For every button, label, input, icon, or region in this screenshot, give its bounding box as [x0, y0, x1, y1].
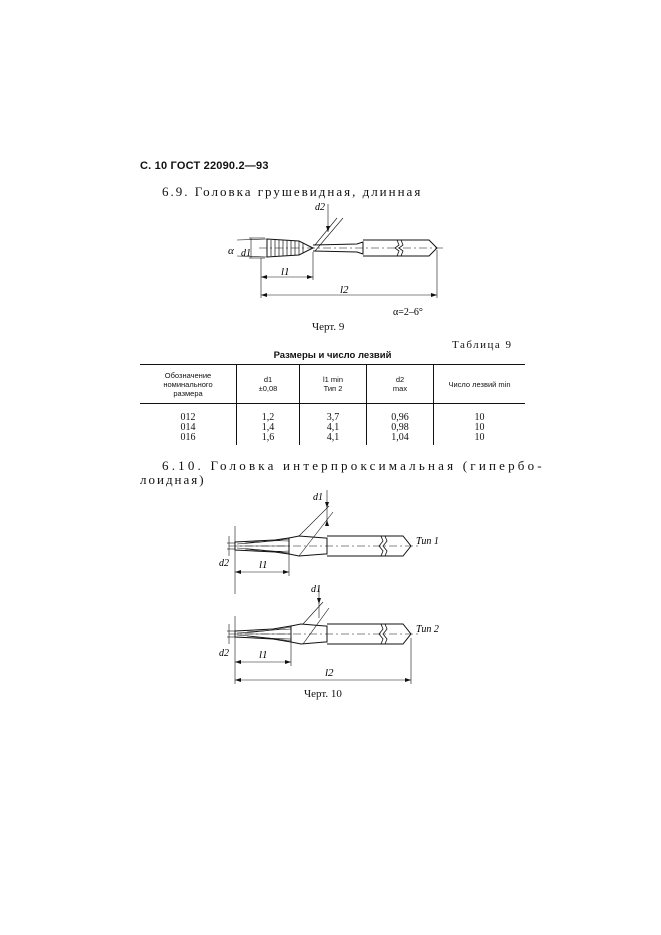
fig9-label-d1: d1 — [241, 248, 251, 259]
page-header: С. 10 ГОСТ 22090.2—93 — [140, 160, 269, 172]
table-9: Обозначение номинального размера d1 ±0,0… — [140, 364, 525, 445]
table-header-row: Обозначение номинального размера d1 ±0,0… — [140, 364, 525, 404]
table-row: 016 1,6 4,1 1,04 10 — [140, 433, 525, 445]
cell-designation: 014 — [180, 422, 196, 433]
col-header-d2: d2 max — [366, 364, 434, 404]
cell-designation: 012 — [180, 412, 196, 423]
col-header-blades: Число лезвий min — [433, 364, 525, 404]
cell-designation: 016 — [180, 432, 196, 443]
fig10-type2-label-d1: d1 — [311, 584, 321, 595]
cell-d1: 1,6 — [236, 433, 300, 445]
fig10-type1 — [227, 490, 420, 594]
fig10-type1-label-d1: d1 — [313, 492, 323, 503]
figure-9-caption: Черт. 9 — [312, 321, 345, 333]
table-9-title: Размеры и число лезвий — [273, 350, 392, 361]
cell-blades: 10 — [433, 433, 525, 445]
cell-d2: 0,96 — [366, 403, 434, 423]
fig9-head — [266, 238, 315, 258]
fig9-angle-note: α=2–6° — [393, 307, 423, 318]
col-header-designation: Обозначение номинального размера — [140, 364, 237, 404]
section-6-9-title: 6.9. Головка грушевидная, длинная — [162, 184, 423, 199]
figure-9-drawing: α d1 d2 l1 l2 α=2–6° — [228, 202, 445, 318]
fig10-type2-label-l2: l2 — [325, 667, 334, 679]
figure-10-caption: Черт. 10 — [304, 688, 342, 700]
cell-d1: 1,4 — [236, 423, 300, 433]
cell-l1: 4,1 — [299, 433, 367, 445]
cell-l1: 3,7 — [299, 403, 367, 423]
col-header-l1: l1 min Тип 2 — [299, 364, 367, 404]
cell-d1: 1,2 — [236, 403, 300, 423]
fig10-type1-label-d2: d2 — [219, 558, 229, 569]
table-row: 014 1,4 4,1 0,98 10 — [140, 423, 525, 433]
cell-blades: 10 — [433, 423, 525, 433]
section-6-10-title-line1: 6.10. Головка интерпроксимальная (гиперб… — [162, 458, 545, 473]
cell-blades: 10 — [433, 403, 525, 423]
cell-l1: 4,1 — [299, 423, 367, 433]
fig9-label-d2: d2 — [315, 202, 325, 213]
section-6-10-title-line2: лоидная) — [140, 472, 206, 487]
fig10-type2-label-d2: d2 — [219, 648, 229, 659]
figure-10-drawing: d1 d2 l1 Тип 1 — [219, 490, 439, 684]
col-header-d1: d1 ±0,08 — [236, 364, 300, 404]
fig10-type1-label: Тип 1 — [416, 536, 439, 547]
cell-d2: 1,04 — [366, 433, 434, 445]
fig9-label-l2: l2 — [340, 284, 349, 296]
fig9-label-alpha: α — [228, 245, 234, 257]
table-9-label: Таблица 9 — [452, 339, 513, 351]
cell-d2: 0,98 — [366, 423, 434, 433]
fig10-type1-label-l1: l1 — [259, 559, 268, 571]
fig9-label-l1: l1 — [281, 266, 290, 278]
fig10-type2-label: Тип 2 — [416, 624, 439, 635]
table-row: 012 1,2 3,7 0,96 10 — [140, 403, 525, 423]
fig10-type2-label-l1: l1 — [259, 649, 268, 661]
fig10-type2 — [227, 586, 420, 684]
